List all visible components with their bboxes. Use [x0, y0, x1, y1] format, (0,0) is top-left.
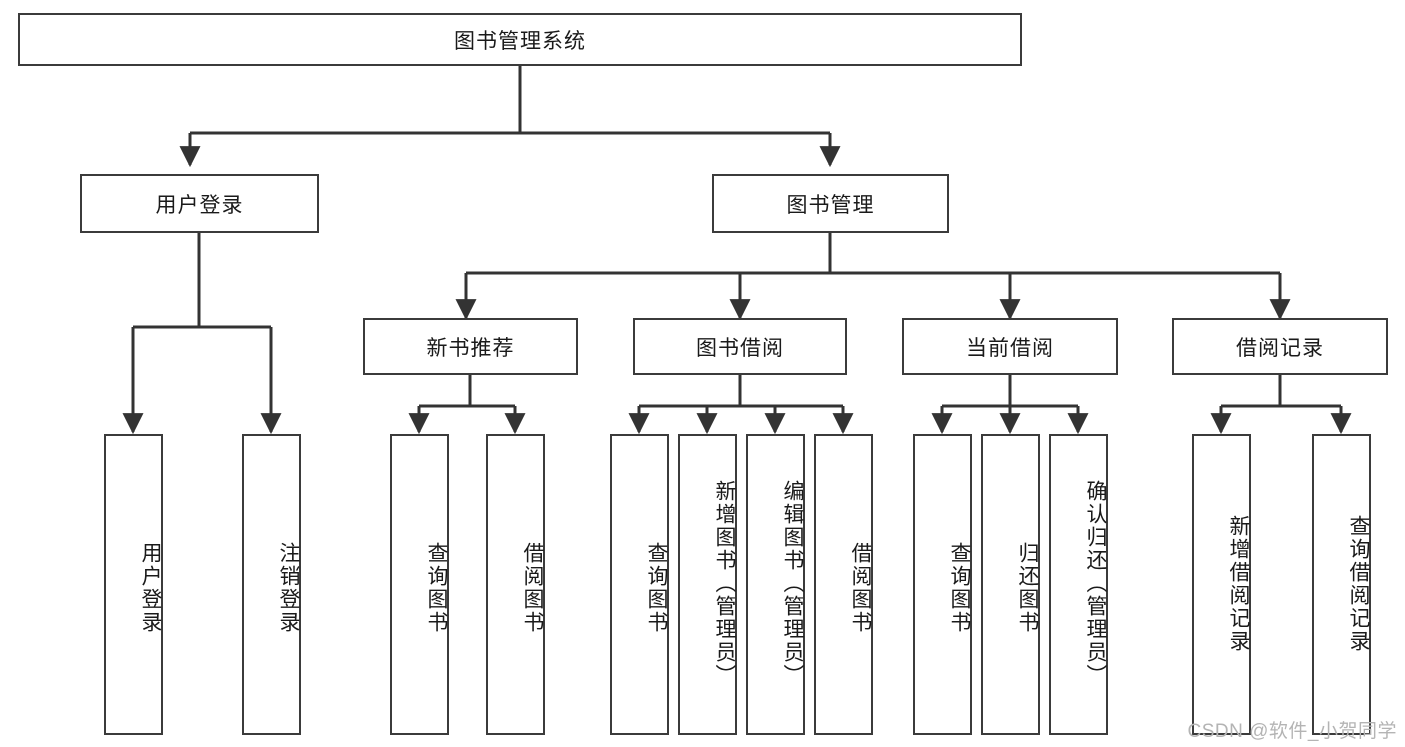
node-leaf-edit-book[interactable]: 编辑图书（管理员） [746, 434, 805, 735]
node-user-login[interactable]: 用户登录 [80, 174, 319, 233]
node-leaf-borrow-book-1[interactable]: 借阅图书 [486, 434, 545, 735]
node-leaf-query-book-3[interactable]: 查询图书 [913, 434, 972, 735]
node-leaf-logout[interactable]: 注销登录 [242, 434, 301, 735]
node-leaf-query-book-1-label: 查询图书 [425, 541, 448, 634]
node-leaf-query-book-3-label: 查询图书 [948, 541, 971, 634]
node-root[interactable]: 图书管理系统 [18, 13, 1022, 66]
node-current-borrow-label: 当前借阅 [966, 336, 1054, 360]
node-leaf-edit-book-label: 编辑图书（管理员） [781, 480, 804, 687]
node-leaf-query-book-2-label: 查询图书 [645, 541, 668, 634]
node-new-book-recommend[interactable]: 新书推荐 [363, 318, 578, 375]
node-leaf-logout-label: 注销登录 [277, 541, 300, 634]
node-leaf-query-borrow-record[interactable]: 查询借阅记录 [1312, 434, 1371, 735]
watermark-text: CSDN @软件_小贺同学 [1187, 721, 1397, 742]
node-current-borrow[interactable]: 当前借阅 [902, 318, 1118, 375]
node-leaf-add-borrow-record-label: 新增借阅记录 [1227, 514, 1250, 653]
node-leaf-add-borrow-record[interactable]: 新增借阅记录 [1192, 434, 1251, 735]
node-leaf-user-login-label: 用户登录 [139, 541, 162, 634]
node-book-management[interactable]: 图书管理 [712, 174, 949, 233]
node-leaf-return-book[interactable]: 归还图书 [981, 434, 1040, 735]
node-leaf-borrow-book-2-label: 借阅图书 [849, 541, 872, 634]
node-user-login-label: 用户登录 [155, 193, 244, 217]
node-leaf-borrow-book-1-label: 借阅图书 [521, 541, 544, 634]
node-leaf-add-book-label: 新增图书（管理员） [713, 480, 736, 687]
node-leaf-query-book-2[interactable]: 查询图书 [610, 434, 669, 735]
node-leaf-user-login[interactable]: 用户登录 [104, 434, 163, 735]
node-leaf-confirm-return[interactable]: 确认归还（管理员） [1049, 434, 1108, 735]
node-new-book-recommend-label: 新书推荐 [426, 336, 515, 360]
node-root-label: 图书管理系统 [454, 29, 586, 53]
node-leaf-borrow-book-2[interactable]: 借阅图书 [814, 434, 873, 735]
node-borrow-records-label: 借阅记录 [1236, 336, 1324, 360]
node-book-borrow-label: 图书借阅 [696, 336, 784, 360]
node-leaf-add-book[interactable]: 新增图书（管理员） [678, 434, 737, 735]
node-leaf-confirm-return-label: 确认归还（管理员） [1084, 480, 1107, 687]
node-book-borrow[interactable]: 图书借阅 [633, 318, 847, 375]
node-leaf-query-book-1[interactable]: 查询图书 [390, 434, 449, 735]
node-borrow-records[interactable]: 借阅记录 [1172, 318, 1388, 375]
node-leaf-query-borrow-record-label: 查询借阅记录 [1347, 514, 1370, 653]
node-book-management-label: 图书管理 [786, 193, 875, 217]
node-leaf-return-book-label: 归还图书 [1016, 541, 1039, 634]
